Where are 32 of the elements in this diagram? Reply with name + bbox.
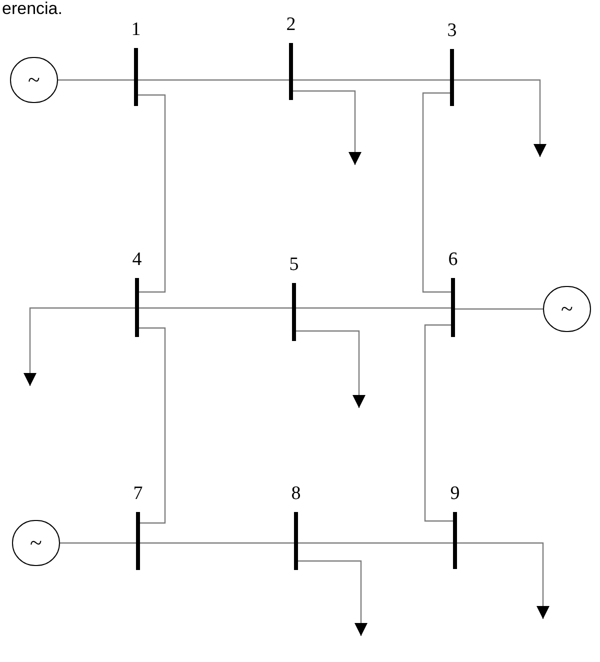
- transmission-line: [296, 307, 451, 309]
- transmission-line: [138, 79, 289, 81]
- transmission-line: [140, 542, 294, 544]
- transmission-line: [139, 327, 166, 524]
- generator-symbol: ~: [30, 532, 42, 554]
- transmission-line: [58, 79, 134, 81]
- generator-symbol: ~: [561, 298, 573, 320]
- caption-text: erencia.: [2, 0, 62, 18]
- load-arrow: [454, 79, 546, 157]
- load-arrow: [457, 542, 550, 619]
- bus-number: 6: [448, 250, 458, 270]
- generator-symbol: ~: [28, 69, 40, 91]
- load-arrow: [298, 560, 368, 636]
- transmission-line: [422, 92, 451, 293]
- bus-number: 4: [132, 250, 142, 270]
- bus-number: 1: [131, 20, 141, 40]
- transmission-line: [455, 308, 543, 310]
- transmission-line: [138, 94, 166, 293]
- transmission-line: [139, 307, 292, 309]
- transmission-line: [60, 542, 136, 544]
- load-arrow: [296, 330, 366, 408]
- bus-number: 3: [447, 21, 457, 41]
- transmission-line: [298, 542, 453, 544]
- bus-number: 8: [291, 484, 301, 504]
- bus-number: 2: [286, 15, 296, 35]
- load-arrow: [293, 90, 362, 165]
- transmission-line: [293, 79, 450, 81]
- bus-number: 5: [289, 255, 299, 275]
- bus-number: 7: [133, 484, 143, 504]
- load-arrow: [24, 307, 135, 386]
- bus-number: 9: [450, 484, 460, 504]
- transmission-line: [424, 324, 453, 522]
